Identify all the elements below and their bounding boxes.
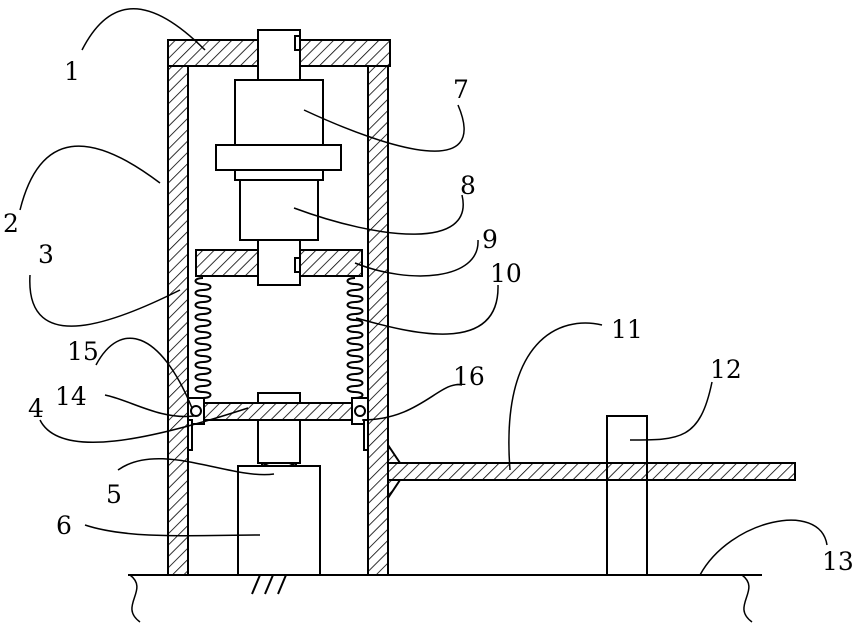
label-8: 8 <box>460 171 476 200</box>
label-13: 13 <box>822 547 854 576</box>
spring-right <box>348 278 363 398</box>
label-3: 3 <box>38 240 54 269</box>
motor-body <box>216 80 341 180</box>
label-11: 11 <box>611 315 643 344</box>
housing-left-wall <box>168 66 188 575</box>
label-1: 1 <box>64 57 80 86</box>
guide-rail-right <box>364 420 368 450</box>
label-16: 16 <box>453 362 485 391</box>
label-2: 2 <box>3 209 19 238</box>
spring-left <box>196 278 211 398</box>
lower-shaft <box>258 420 300 463</box>
label-14: 14 <box>55 382 87 411</box>
ground-base <box>128 575 762 622</box>
label-10: 10 <box>490 259 522 288</box>
label-15: 15 <box>67 337 99 366</box>
label-6: 6 <box>56 511 72 540</box>
support-arm <box>388 445 795 498</box>
leader-lines <box>20 9 827 575</box>
label-4: 4 <box>28 394 44 423</box>
anvil-block <box>238 466 320 575</box>
drive-shaft <box>258 240 300 285</box>
label-7: 7 <box>453 75 469 104</box>
label-5: 5 <box>106 480 122 509</box>
lower-plate <box>190 393 366 420</box>
label-12: 12 <box>710 355 742 384</box>
label-9: 9 <box>482 225 498 254</box>
motor-shaft-top <box>258 30 300 80</box>
coupling-block <box>240 180 318 240</box>
